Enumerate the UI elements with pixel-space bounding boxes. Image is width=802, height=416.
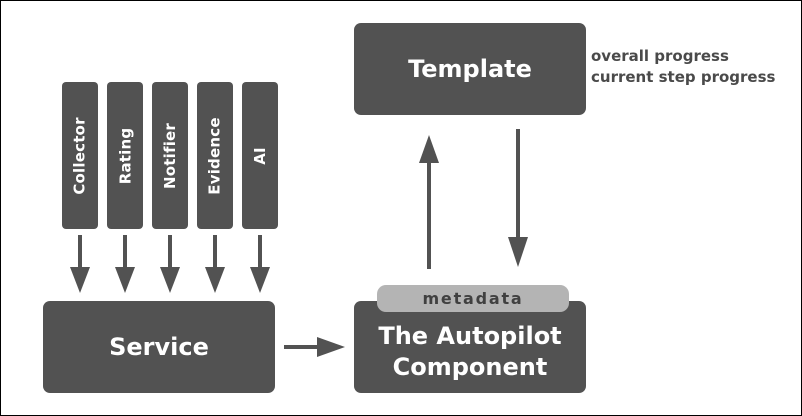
template-box: Template [354,23,586,115]
source-collector: Collector [62,82,98,229]
source-rating-label: Rating [116,127,135,184]
metadata-badge: metadata [377,285,569,312]
note-current-step-progress: current step progress [591,68,776,86]
source-evidence-label: Evidence [206,116,225,195]
source-arrow-ai [250,235,270,293]
source-arrow-notifier [160,235,180,293]
service-box: Service [43,301,275,393]
source-ai: AI [242,82,278,229]
source-rating: Rating [107,82,143,229]
autopilot-label-line2: Component [392,353,548,381]
template-label: Template [408,55,532,83]
source-evidence: Evidence [197,82,233,229]
autopilot-box: The Autopilot Component [354,301,586,393]
source-ai-label: AI [251,146,269,165]
source-arrow-rating [115,235,135,293]
metadata-label: metadata [422,289,524,308]
note-overall-progress: overall progress [591,47,729,65]
source-arrow-evidence [205,235,225,293]
source-notifier-label: Notifier [161,122,180,189]
service-label: Service [109,333,209,361]
source-notifier: Notifier [152,82,188,229]
template-to-autopilot-arrow [508,129,528,267]
autopilot-label-line1: The Autopilot [378,322,562,351]
source-collector-label: Collector [71,116,89,195]
autopilot-to-template-arrow [419,135,439,269]
service-to-autopilot-arrow [284,337,345,357]
template-notes: overall progress current step progress [591,46,775,88]
source-arrow-collector [70,235,90,293]
